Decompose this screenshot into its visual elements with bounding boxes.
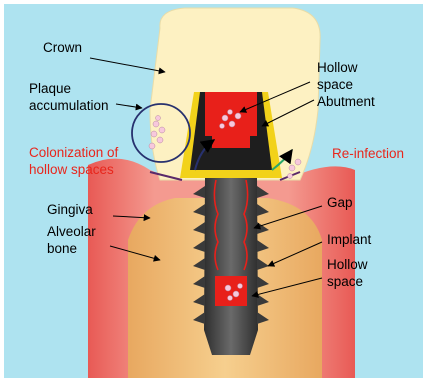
left-border: [0, 0, 4, 378]
label-hollow-bottom-line2: space: [327, 274, 363, 289]
label-plaque-line1: Plaque: [29, 81, 71, 96]
label-gingiva: Gingiva: [47, 202, 93, 217]
top-border: [0, 0, 423, 4]
hollow-channel: [212, 136, 250, 148]
label-colonization-line2: hollow spaces: [29, 162, 114, 177]
label-colonization-line1: Colonization of: [29, 145, 119, 160]
label-crown: Crown: [43, 40, 82, 55]
hollow-space-bottom: [215, 276, 247, 306]
label-abutment: Abutment: [317, 94, 375, 109]
label-hollow-top-line2: space: [317, 77, 353, 92]
label-alveolar-line1: Alveolar: [47, 224, 96, 239]
label-implant: Implant: [327, 232, 372, 247]
label-plaque-line2: accumulation: [29, 98, 109, 113]
label-alveolar-line2: bone: [47, 241, 77, 256]
label-reinfection: Re-infection: [332, 146, 404, 161]
label-hollow-bottom-line1: Hollow: [327, 257, 368, 272]
label-hollow-top-line1: Hollow: [317, 60, 358, 75]
implant: [204, 178, 258, 355]
label-gap: Gap: [327, 195, 353, 210]
